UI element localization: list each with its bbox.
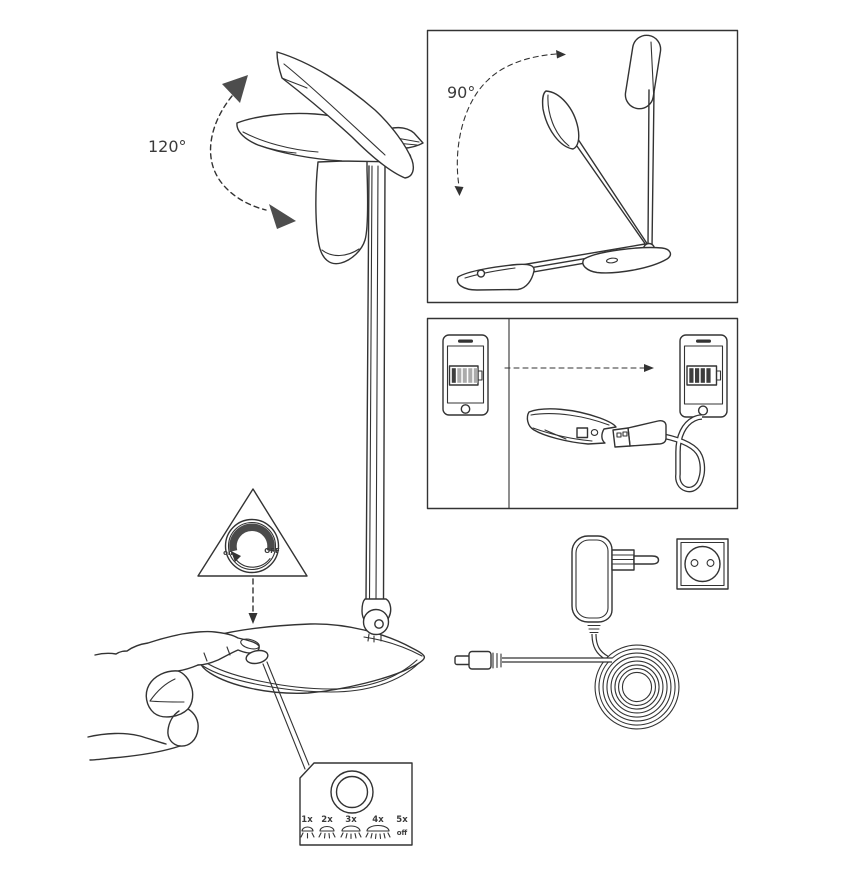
warning-triangle <box>197 488 308 577</box>
control-panel-box <box>299 762 413 846</box>
folded-base-foot <box>456 263 535 291</box>
fold-diagram-box: 90° <box>426 29 739 304</box>
charge-box-border <box>426 317 739 510</box>
battery-full-icon <box>686 365 722 386</box>
brightness-icon-1x <box>300 826 315 839</box>
level-3x-label: 3x <box>345 815 357 825</box>
lamp-base <box>194 623 426 694</box>
level-4x-label: 4x <box>372 815 384 825</box>
charge-arrow-icon <box>644 364 654 372</box>
level-2x-label: 2x <box>321 815 333 825</box>
dial-direction-arrow-icon <box>231 551 241 562</box>
control-dial-inner <box>335 775 369 809</box>
fold-arrow-right-icon <box>556 50 566 59</box>
level-5x-label: 5x <box>396 815 408 825</box>
folded-head-up <box>624 34 662 110</box>
desk-lamp-illustration <box>194 51 426 694</box>
rotation-range-annotation: 120° <box>148 75 296 229</box>
control-panel-callout: 1x 2x 3x 4x 5x off <box>262 661 413 846</box>
dial-on-label: on <box>223 549 233 557</box>
port-hole <box>590 429 599 436</box>
dial-range-arc <box>229 523 275 552</box>
phone-low-battery <box>442 334 489 416</box>
dial-off-label: OFF <box>264 547 280 555</box>
power-adapter-group <box>454 535 729 730</box>
base-usb-port <box>526 408 617 445</box>
rotation-arrow-up-icon <box>222 75 248 103</box>
lamp-head-position-up <box>276 51 414 179</box>
rotation-arrow-down-icon <box>269 204 296 229</box>
folded-base-pad <box>582 246 672 274</box>
lamp-arm <box>365 165 386 601</box>
dc-plug-icon <box>454 650 502 670</box>
battery-low-icon <box>448 365 483 386</box>
touch-dial-annotation: on OFF <box>197 488 308 624</box>
brightness-icon-3x <box>340 825 362 840</box>
brightness-levels: 1x 2x 3x 4x 5x off <box>300 815 408 840</box>
rotation-angle-label: 120° <box>148 137 187 156</box>
phone-speaker <box>458 339 473 343</box>
power-cable <box>454 633 680 730</box>
control-dial-outer[interactable] <box>330 770 374 814</box>
lamp-head-position-down <box>315 159 369 265</box>
off-label: off <box>397 829 408 837</box>
phone-charging <box>679 334 728 418</box>
rotation-arc <box>209 95 267 211</box>
fold-angle-label: 90° <box>447 83 475 102</box>
touch-arrow-icon <box>248 613 258 624</box>
phone-home-button <box>697 405 709 416</box>
brightness-icon-2x <box>318 825 336 839</box>
level-1x-label: 1x <box>301 815 313 825</box>
folded-head-mid <box>541 90 580 150</box>
power-adapter <box>571 535 660 634</box>
fold-arrow-down-icon <box>454 186 464 196</box>
power-socket-icon <box>676 538 729 590</box>
pointing-hand <box>87 630 260 761</box>
charging-diagram-box <box>426 317 739 510</box>
usb-plug-icon <box>612 414 706 493</box>
arm-hinge <box>361 598 392 643</box>
touch-button[interactable] <box>245 649 269 666</box>
phone-speaker <box>696 339 711 343</box>
phone-home-button <box>460 404 471 414</box>
folded-lamp <box>456 34 672 291</box>
fold-box-border <box>426 29 739 304</box>
brightness-icon-4x <box>365 824 391 840</box>
usb-port <box>576 427 589 439</box>
